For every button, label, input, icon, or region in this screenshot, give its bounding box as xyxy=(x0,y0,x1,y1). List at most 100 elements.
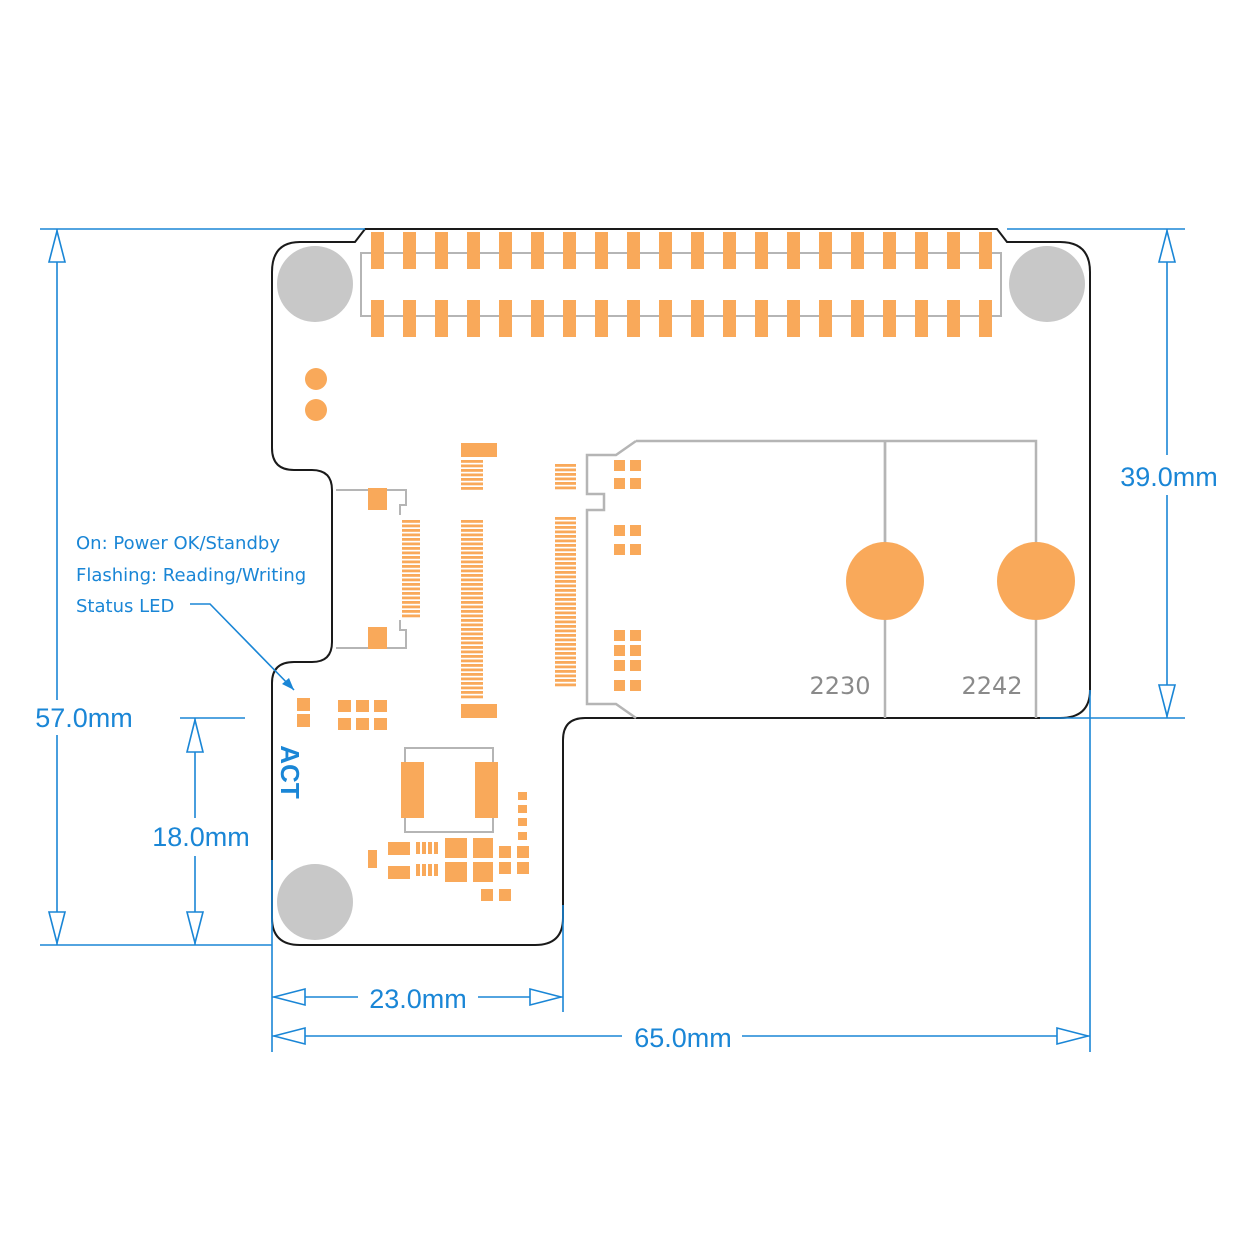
led-note-leader-arrowhead xyxy=(282,678,294,690)
strip-pin xyxy=(555,566,576,570)
small-pad xyxy=(614,645,625,656)
smd-component xyxy=(434,842,438,854)
strip-pin xyxy=(555,652,576,655)
m2-size-label-2230: 2230 xyxy=(809,672,870,700)
gpio-pin xyxy=(723,232,736,269)
mounting-hole-top-left xyxy=(277,246,353,322)
strip-pin xyxy=(461,533,483,537)
fpc-pin xyxy=(402,538,420,541)
strip-pin xyxy=(461,637,483,640)
fpc-pad-top xyxy=(368,488,387,510)
dim-total-width-label: 65.0mm xyxy=(634,1023,732,1053)
gpio-pin xyxy=(371,232,384,269)
gpio-pin xyxy=(435,300,448,337)
strip-pin xyxy=(555,634,576,637)
small-pad xyxy=(630,525,641,536)
fpc-pin xyxy=(402,565,420,568)
small-pad xyxy=(630,660,641,671)
gpio-pin xyxy=(403,232,416,269)
strip-pin xyxy=(555,670,576,673)
strip-pin xyxy=(461,583,483,586)
smd-component xyxy=(428,842,432,854)
gpio-pin xyxy=(531,232,544,269)
strip-pin xyxy=(555,477,576,481)
smd-component xyxy=(499,846,511,858)
gpio-pin xyxy=(627,232,640,269)
smd-component xyxy=(388,842,410,855)
strip-pin xyxy=(461,487,483,490)
led-note-line3: Status LED xyxy=(76,596,174,617)
strip-pin xyxy=(461,655,483,658)
small-pad xyxy=(614,544,625,555)
strip-pin xyxy=(555,575,576,579)
strip-pin xyxy=(555,625,576,628)
strip-pin xyxy=(555,530,576,534)
smd-component xyxy=(374,718,387,730)
strip-pin xyxy=(461,547,483,550)
fpc-pin xyxy=(402,583,420,586)
gpio-pin xyxy=(723,300,736,337)
smd-component xyxy=(445,862,467,882)
dim-upper-height: 39.0mm xyxy=(1007,228,1218,719)
fpc-pin xyxy=(402,520,420,523)
strip-pin xyxy=(461,464,483,468)
strip-pin xyxy=(461,686,483,690)
smd-component xyxy=(422,864,426,876)
strip-pin xyxy=(555,589,576,592)
strip-pin xyxy=(555,548,576,552)
strip-pin xyxy=(461,460,483,463)
strip-pin xyxy=(555,521,576,525)
board-outline xyxy=(271,228,1091,946)
strip-pin xyxy=(461,542,483,546)
gpio-pin xyxy=(531,300,544,337)
strip-pin xyxy=(555,464,576,467)
strip-pin xyxy=(555,665,576,669)
smd-component xyxy=(356,700,369,712)
smd-component xyxy=(445,838,467,858)
strip-pin xyxy=(461,538,483,541)
strip-pin xyxy=(555,616,576,619)
dim-total-height-label: 57.0mm xyxy=(35,703,133,733)
strip-pin xyxy=(461,664,483,667)
strip-pin xyxy=(461,641,483,645)
strip-pin xyxy=(461,574,483,577)
strip-pin xyxy=(555,638,576,642)
small-pad xyxy=(614,660,625,671)
gpio-pin xyxy=(819,300,832,337)
led-note-line1: On: Power OK/Standby xyxy=(76,533,280,554)
m2-standoff-2242 xyxy=(997,542,1075,620)
smd-component xyxy=(434,864,438,876)
gpio-pin xyxy=(371,300,384,337)
strip-pin xyxy=(461,478,483,481)
gpio-pin xyxy=(851,300,864,337)
gpio-pin xyxy=(563,232,576,269)
strip-pin xyxy=(461,614,483,618)
strip-pin xyxy=(555,620,576,624)
fpc-pin xyxy=(402,587,420,591)
strip-pin xyxy=(555,602,576,606)
strip-pin xyxy=(461,673,483,676)
smd-component xyxy=(473,838,493,858)
gpio-pin xyxy=(819,232,832,269)
m2-size-label-2242: 2242 xyxy=(961,672,1022,700)
led-note-leader-line xyxy=(190,603,295,691)
small-pad xyxy=(614,460,625,471)
small-pad xyxy=(630,630,641,641)
gpio-pin xyxy=(947,300,960,337)
fpc-pad-bottom xyxy=(368,627,387,649)
small-pad xyxy=(614,630,625,641)
smd-component xyxy=(481,889,493,901)
strip-pin xyxy=(461,482,483,486)
small-pad xyxy=(630,478,641,489)
smd-component xyxy=(356,718,369,730)
strip-pin xyxy=(555,473,576,476)
strip-pin xyxy=(461,677,483,681)
strip-pin xyxy=(555,486,576,490)
strip-pin xyxy=(461,596,483,600)
strip-pin xyxy=(555,629,576,633)
gpio-pin xyxy=(563,300,576,337)
strip-pin xyxy=(461,605,483,609)
mounting-hole-top-right xyxy=(1009,246,1085,322)
gpio-pin xyxy=(595,300,608,337)
